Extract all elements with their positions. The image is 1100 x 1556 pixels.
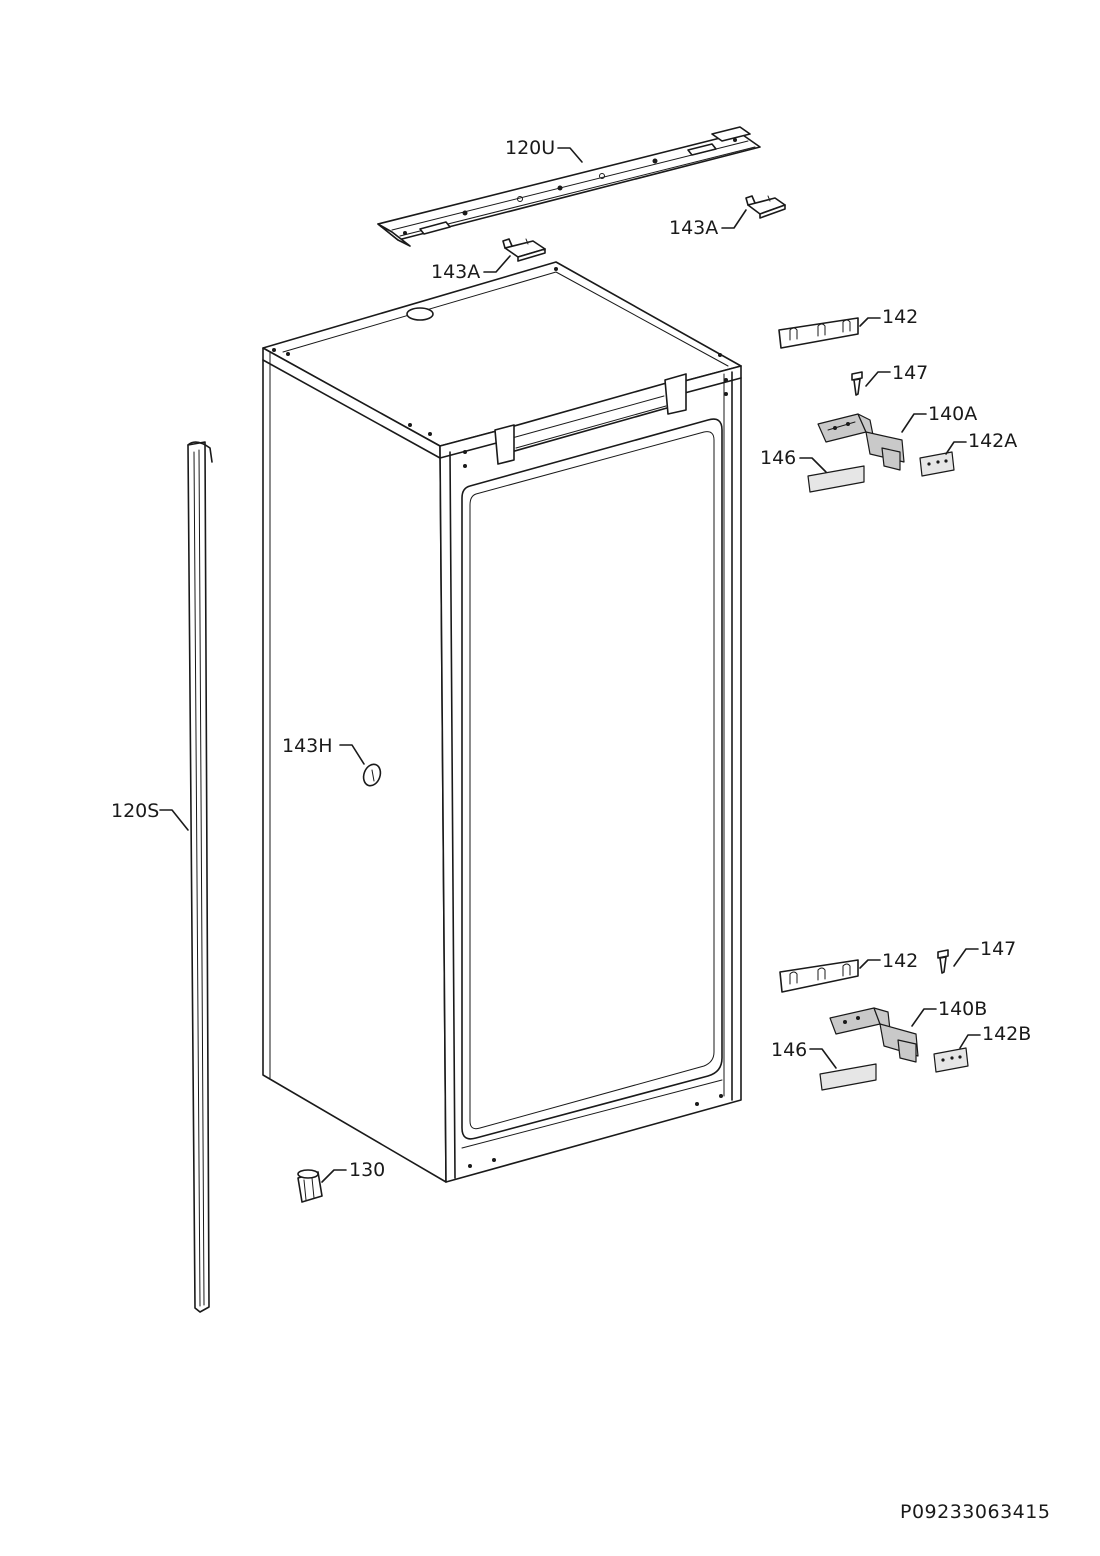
part-120U-top-rail: [377, 126, 761, 247]
part-147-screw-top: [851, 371, 863, 396]
label-142-bottom: 142: [882, 950, 918, 972]
part-143A-cap-middle: [502, 238, 546, 262]
part-146-strip-bottom: [819, 1063, 877, 1091]
label-146-top: 146: [760, 447, 796, 469]
part-142-plate-bottom: [779, 959, 859, 993]
part-130-foot: [297, 1169, 323, 1203]
part-147-screw-bottom: [937, 949, 949, 974]
part-cabinet-body: [262, 261, 742, 1183]
label-120U: 120U: [505, 137, 555, 159]
label-147-bottom: 147: [980, 938, 1016, 960]
label-142A: 142A: [968, 430, 1017, 452]
part-140A-hinge: [817, 413, 905, 471]
label-140A: 140A: [928, 403, 977, 425]
label-142-top: 142: [882, 306, 918, 328]
label-120S: 120S: [111, 800, 159, 822]
label-143H: 143H: [282, 735, 333, 757]
label-143A-middle: 143A: [431, 261, 480, 283]
label-140B: 140B: [938, 998, 987, 1020]
label-130: 130: [349, 1159, 385, 1181]
part-146-strip-top: [807, 465, 865, 493]
part-143A-cap-right: [745, 195, 786, 219]
part-120S-side-strip: [187, 441, 213, 1313]
label-146-bottom: 146: [771, 1039, 807, 1061]
leader-lines: [159, 147, 981, 1183]
part-140B-hinge: [829, 1007, 919, 1063]
part-142B-plate: [933, 1047, 969, 1073]
part-142A-plate: [919, 451, 955, 477]
label-147-top: 147: [892, 362, 928, 384]
part-142-plate-top: [778, 317, 859, 349]
label-142B: 142B: [982, 1023, 1031, 1045]
reference-number: P09233063415: [900, 1501, 1050, 1523]
label-143A-right: 143A: [669, 217, 718, 239]
part-143H-cap: [362, 763, 382, 787]
